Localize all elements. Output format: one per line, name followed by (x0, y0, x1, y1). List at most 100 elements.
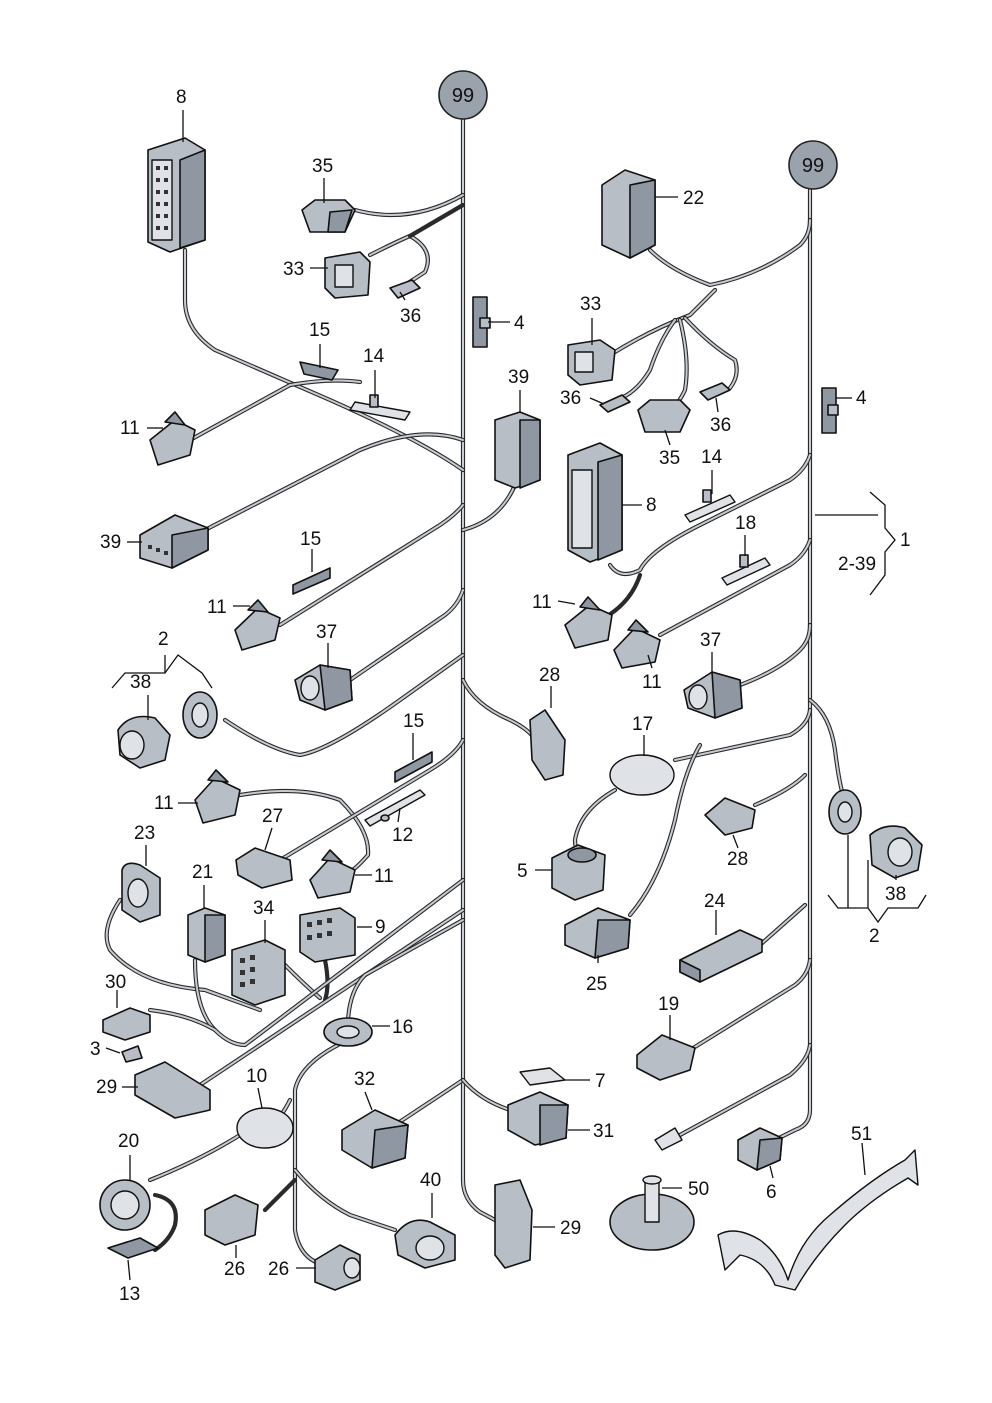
callout-6: 6 (766, 1182, 777, 1203)
component-29-right (494, 1179, 533, 1269)
component-36-right-left (599, 394, 631, 413)
callout-labels: 8 35 33 36 15 14 4 39 11 39 15 11 37 2 3… (90, 87, 911, 1305)
component-39-left (139, 514, 209, 569)
callout-40: 40 (420, 1170, 441, 1191)
component-11-right-top (564, 596, 613, 649)
callout-2: 2 (158, 629, 169, 650)
component-34 (231, 939, 286, 1006)
component-21 (187, 907, 226, 963)
callout-10: 10 (246, 1066, 267, 1087)
component-18 (721, 554, 771, 586)
callout-39: 39 (100, 532, 121, 553)
callout-14: 14 (701, 447, 723, 468)
callout-28: 28 (727, 849, 748, 870)
component-33-left (324, 251, 371, 299)
callout-36: 36 (560, 388, 581, 409)
callout-32: 32 (354, 1069, 375, 1090)
callout-34: 34 (253, 898, 275, 919)
callout-27: 27 (262, 806, 283, 827)
component-11-middle-left (234, 599, 281, 651)
component-33-right (567, 339, 616, 386)
component-5 (551, 844, 606, 901)
callout-37: 37 (700, 630, 721, 651)
component-50 (609, 1175, 695, 1251)
callout-2-39: 2-39 (838, 554, 876, 575)
callout-26: 26 (268, 1259, 289, 1280)
reference-badge-label: 99 (802, 155, 824, 177)
callout-29: 29 (96, 1077, 117, 1098)
callout-4: 4 (856, 388, 867, 409)
component-11-right-bottom (613, 619, 661, 669)
component-35-left (301, 199, 356, 233)
component-29-left (134, 1061, 211, 1119)
component-30 (102, 1007, 151, 1041)
callout-35: 35 (659, 448, 680, 469)
component-51 (717, 1149, 919, 1291)
component-25 (564, 907, 631, 959)
component-11-top-left (149, 411, 196, 466)
component-39-right-small (494, 411, 541, 489)
callout-29: 29 (560, 1218, 581, 1239)
callout-17: 17 (632, 714, 653, 735)
component-8-right (567, 442, 623, 563)
component-17 (609, 754, 675, 796)
callout-11: 11 (120, 418, 140, 439)
component-3 (121, 1045, 143, 1063)
callout-8: 8 (176, 87, 187, 108)
callout-39: 39 (508, 367, 529, 388)
callout-20: 20 (118, 1131, 139, 1152)
component-probe (654, 1127, 683, 1151)
component-6 (737, 1127, 783, 1171)
reference-badge-left: 99 (438, 70, 488, 120)
callout-2: 2 (869, 926, 880, 947)
component-26-bottom (314, 1244, 361, 1291)
component-11-bottom-left (194, 769, 241, 824)
callout-1: 1 (900, 530, 911, 551)
component-32 (341, 1109, 409, 1169)
callout-12: 12 (392, 825, 413, 846)
callout-11: 11 (154, 793, 174, 814)
callout-33: 33 (283, 259, 304, 280)
callout-37: 37 (316, 622, 337, 643)
callout-31: 31 (593, 1121, 614, 1142)
callout-16: 16 (392, 1017, 413, 1038)
callout-30: 30 (105, 972, 126, 993)
component-14-left (349, 394, 411, 421)
component-24 (679, 929, 763, 983)
callout-15: 15 (403, 711, 424, 732)
component-8-left (147, 137, 206, 253)
component-16-grommet (323, 1017, 373, 1047)
component-36-right-right (699, 382, 731, 401)
callout-26: 26 (224, 1259, 245, 1280)
callout-9: 9 (375, 917, 386, 938)
component-27 (235, 847, 293, 889)
component-28-left (529, 709, 566, 781)
component-13 (107, 1237, 159, 1259)
component-31 (507, 1091, 569, 1146)
callout-4: 4 (514, 313, 525, 334)
component-7 (519, 1067, 566, 1086)
component-10 (236, 1107, 294, 1149)
callout-23: 23 (134, 823, 155, 844)
callout-24: 24 (704, 891, 726, 912)
callout-11: 11 (642, 672, 662, 693)
component-15-bottom (394, 751, 433, 783)
component-37-left (294, 664, 353, 711)
reference-badge-label: 99 (452, 85, 474, 107)
component-36-left (389, 279, 421, 299)
callout-36: 36 (710, 415, 731, 436)
callout-36: 36 (400, 306, 421, 327)
callout-11: 11 (207, 597, 227, 618)
callout-35: 35 (312, 156, 333, 177)
component-9 (299, 907, 356, 963)
callout-38: 38 (885, 884, 906, 905)
component-19 (636, 1034, 696, 1081)
callout-11: 11 (374, 866, 394, 887)
component-15-middle (292, 567, 331, 595)
callout-50: 50 (688, 1179, 709, 1200)
callout-5: 5 (517, 861, 528, 882)
component-15-top (299, 361, 339, 381)
component-40 (394, 1219, 456, 1269)
callout-51: 51 (851, 1124, 872, 1145)
component-28-right (704, 797, 756, 836)
